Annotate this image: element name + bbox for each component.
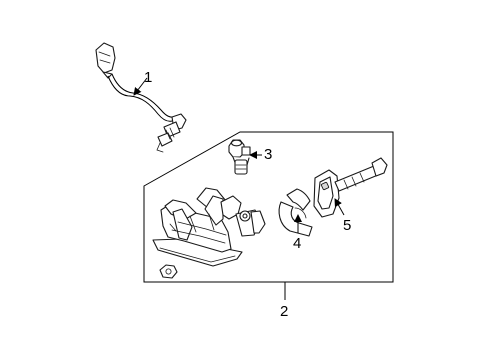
oxygen-sensor-part-1	[95, 42, 187, 153]
callout-5: 5	[343, 217, 351, 234]
housing-part-2	[152, 187, 266, 279]
callout-2: 2	[280, 303, 288, 320]
leader-line-5	[334, 198, 345, 216]
callout-1: 1	[144, 69, 152, 86]
callout-3: 3	[264, 146, 272, 163]
clip-part-4	[278, 188, 313, 237]
callout-4: 4	[293, 235, 301, 252]
assembly-frame	[143, 131, 394, 283]
leader-line-1	[133, 77, 148, 96]
fitting-part-3	[228, 139, 251, 175]
key-part-5	[313, 157, 388, 218]
